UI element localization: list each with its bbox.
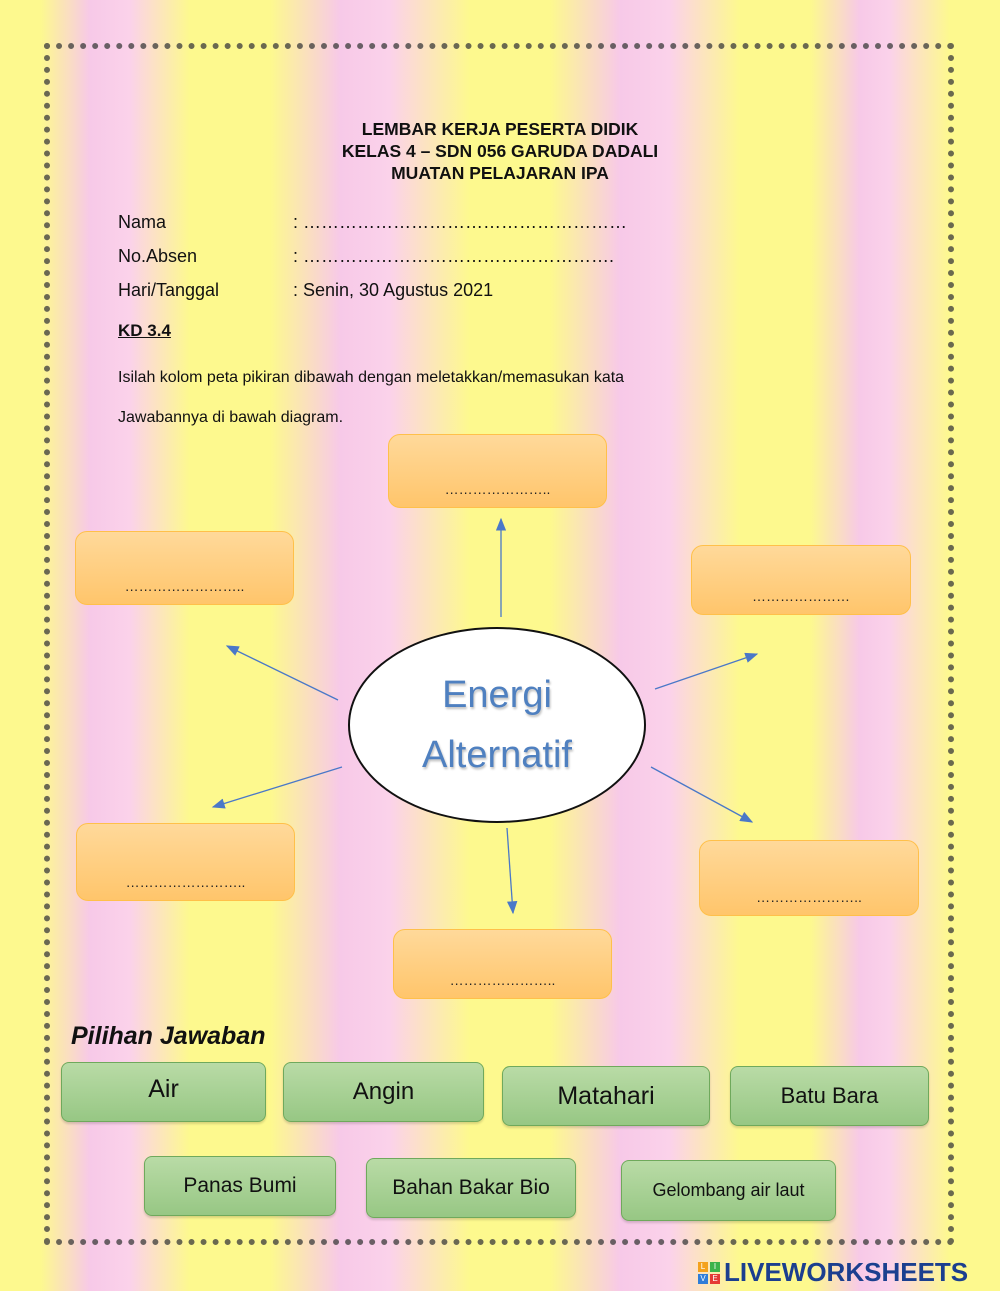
answer-choices-title: Pilihan Jawaban	[71, 1022, 266, 1050]
answer-chip-panas-bumi[interactable]: Panas Bumi	[144, 1156, 336, 1216]
center-topic-line: Energi	[442, 674, 552, 716]
student-info: Nama : ……………………………………………… No.Absen : …………	[118, 205, 627, 307]
header-subject: MUATAN PELAJARAN IPA	[391, 163, 609, 183]
arrow-bottom	[506, 827, 518, 915]
arrow-bottom-right	[650, 766, 754, 823]
logo-letter: L	[698, 1261, 708, 1272]
answer-box-bottom-right[interactable]: …………………..	[699, 840, 919, 916]
answer-box-top-right[interactable]: …………………	[691, 545, 911, 615]
logo-letter: I	[710, 1261, 720, 1272]
center-topic-ellipse: Energi Alternatif	[348, 627, 646, 823]
arrow-top-left	[225, 645, 339, 701]
absen-field[interactable]: : …………………………………………….	[293, 245, 615, 266]
answer-box-bottom-left[interactable]: ……………………..	[76, 823, 295, 901]
logo-letter: E	[710, 1273, 720, 1284]
logo-text: LIVEWORKSHEETS	[724, 1257, 969, 1287]
date-value: : Senin, 30 Agustus 2021	[293, 279, 494, 300]
center-topic-line: Alternatif	[422, 734, 572, 776]
info-label: Nama	[118, 211, 167, 232]
info-row-name: Nama : ………………………………………………	[118, 205, 627, 239]
arrow-bottom-left	[211, 766, 343, 809]
header-class: KELAS 4 – SDN 056 GARUDA DADALI	[341, 141, 659, 161]
answer-box-bottom[interactable]: …………………..	[393, 929, 612, 999]
logo-letter: V	[698, 1273, 708, 1284]
answer-box-top-left[interactable]: ……………………..	[75, 531, 294, 605]
kd-label: KD 3.4	[118, 321, 171, 340]
instructions: Isilah kolom peta pikiran dibawah dengan…	[118, 358, 818, 438]
worksheet-header: LEMBAR KERJA PESERTA DIDIK KELAS 4 – SDN…	[0, 118, 1000, 184]
answer-chip-batu-bara[interactable]: Batu Bara	[730, 1066, 929, 1126]
info-row-date: Hari/Tanggal : Senin, 30 Agustus 2021	[118, 273, 627, 307]
answer-chip-angin[interactable]: Angin	[283, 1062, 484, 1122]
dotted-page-border	[44, 43, 954, 1245]
instructions-line: Isilah kolom peta pikiran dibawah dengan…	[118, 369, 625, 386]
answer-chip-matahari[interactable]: Matahari	[502, 1066, 710, 1126]
name-field[interactable]: : ………………………………………………	[293, 211, 628, 232]
liveworksheets-logo: L I V E LIVEWORKSHEETS	[698, 1257, 968, 1288]
answer-box-top[interactable]: …………………..	[388, 434, 607, 508]
instructions-line: Jawabannya di bawah diagram.	[118, 409, 344, 426]
logo-mark: L I V E	[698, 1261, 720, 1284]
info-label: No.Absen	[118, 245, 198, 266]
info-label: Hari/Tanggal	[118, 279, 220, 300]
answer-chip-gelombang-air-laut[interactable]: Gelombang air laut	[621, 1160, 836, 1221]
header-title: LEMBAR KERJA PESERTA DIDIK	[361, 119, 639, 139]
answer-chip-air[interactable]: Air	[61, 1062, 266, 1122]
arrow-top-right	[654, 652, 759, 690]
info-row-absen: No.Absen : …………………………………………….	[118, 239, 627, 273]
answer-chip-bahan-bakar-bio[interactable]: Bahan Bakar Bio	[366, 1158, 576, 1218]
